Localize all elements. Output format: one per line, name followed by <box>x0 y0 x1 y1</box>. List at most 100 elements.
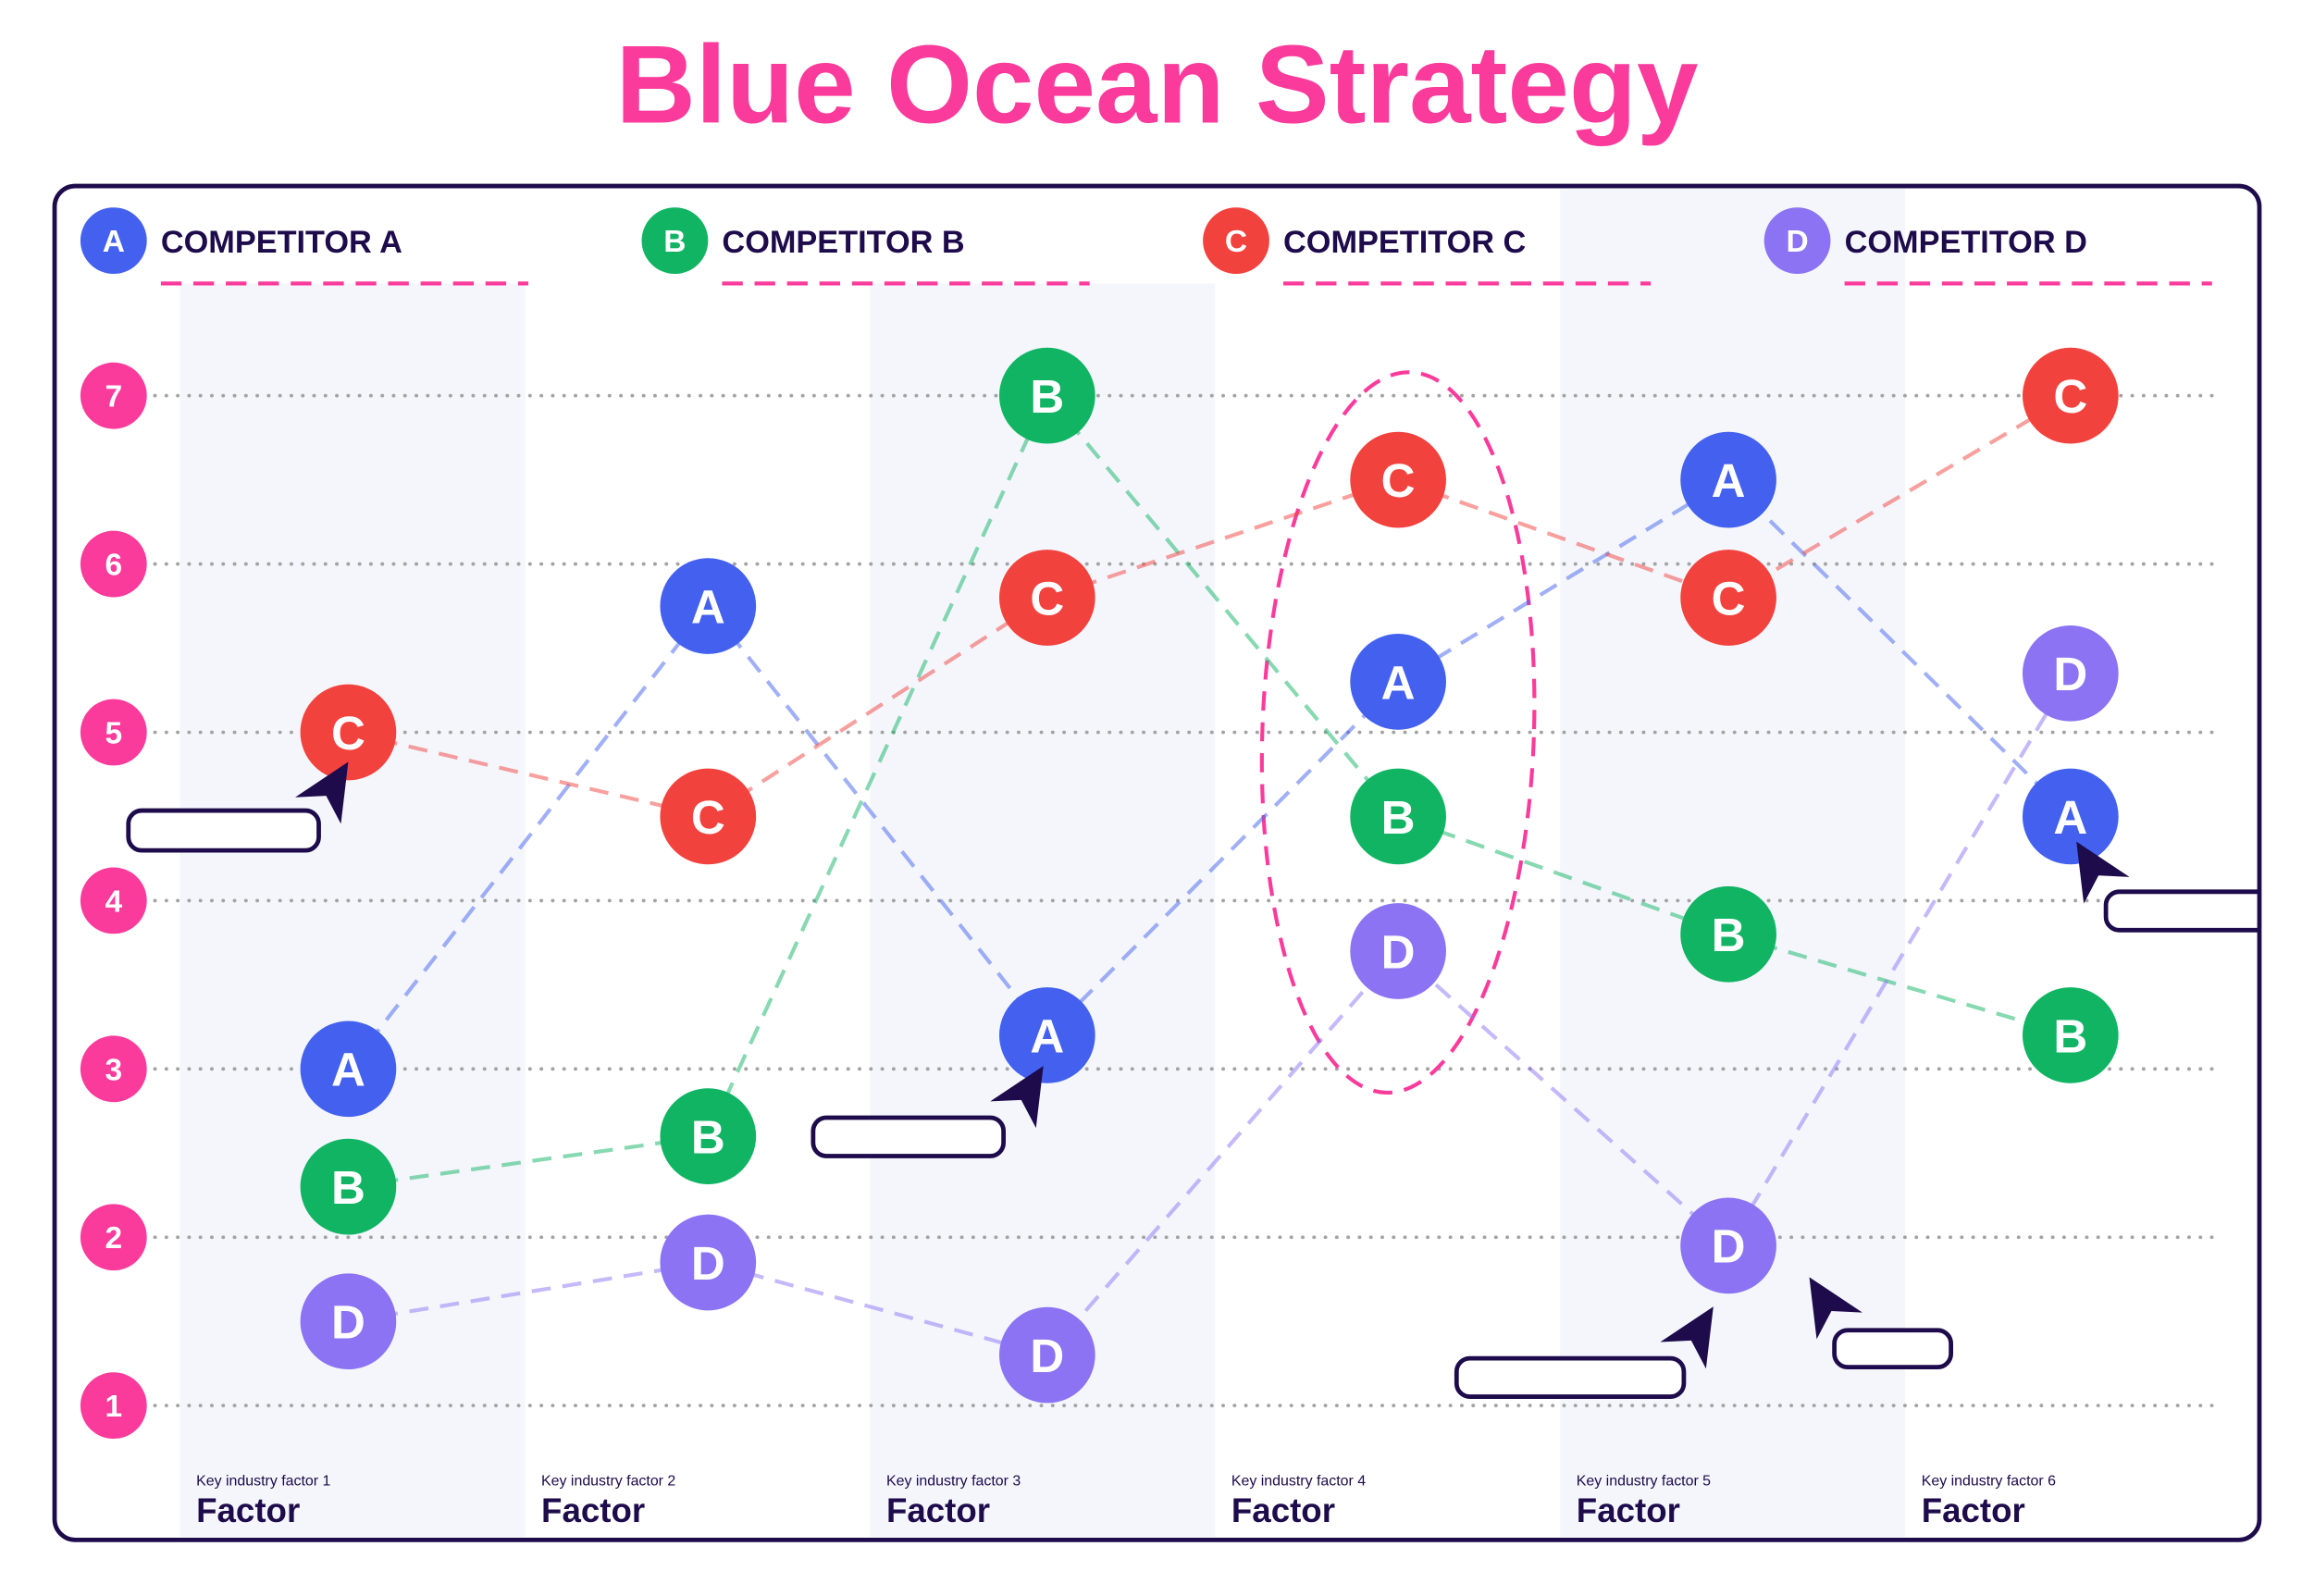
point-marker <box>998 987 1095 1083</box>
y-tick-label: 3 <box>105 1053 122 1087</box>
point-label: D <box>2053 648 2087 700</box>
factor-title: Factor <box>1577 1491 1680 1529</box>
point-marker <box>1350 431 1446 528</box>
point-marker <box>300 1021 397 1118</box>
canvas-frame <box>52 183 2262 1542</box>
point-a-factor-3: A <box>998 987 1095 1083</box>
point-marker <box>2022 347 2119 444</box>
point-c-factor-4: C <box>1350 431 1446 528</box>
factor-sublabel: Key industry factor 2 <box>541 1473 675 1489</box>
cursor-icon <box>1660 1306 1714 1369</box>
y-tick-badge <box>80 362 147 429</box>
y-tick-6: 6 <box>80 530 147 598</box>
series-line-d <box>348 672 2073 1357</box>
y-tick-1: 1 <box>80 1372 147 1440</box>
point-label: A <box>1030 1009 1064 1062</box>
annotation-2 <box>811 1066 1044 1158</box>
point-b-factor-5: B <box>1680 885 1776 983</box>
legend-badge-letter: D <box>1786 225 1808 259</box>
y-tick-badge <box>80 1204 147 1271</box>
point-marker <box>660 768 757 865</box>
legend-label: COMPETITOR C <box>1283 225 1526 260</box>
series-lines <box>346 391 2073 1357</box>
y-tick-label: 2 <box>105 1221 122 1256</box>
point-a-factor-2: A <box>660 558 757 654</box>
point-marker <box>300 684 397 781</box>
y-tick-4: 4 <box>80 867 147 934</box>
legend-label: COMPETITOR A <box>161 225 402 260</box>
point-label: A <box>1381 656 1416 709</box>
point-label: D <box>1381 925 1416 978</box>
grid-lines <box>153 393 2216 1408</box>
point-marker <box>2022 625 2119 722</box>
factor-sublabel: Key industry factor 4 <box>1231 1473 1366 1489</box>
point-c-factor-3: C <box>998 550 1095 646</box>
annotation-label-box <box>1454 1355 1687 1399</box>
point-marker <box>2022 768 2119 865</box>
point-label: C <box>691 791 725 844</box>
cursor-icon <box>2076 841 2130 904</box>
point-b-factor-3: B <box>998 347 1095 444</box>
column-band-5 <box>1560 189 1906 1538</box>
cursor-icon <box>990 1066 1044 1129</box>
point-d-factor-6: D <box>2022 625 2119 722</box>
point-b-factor-4: B <box>1350 768 1446 865</box>
page-title: Blue Ocean Strategy <box>616 23 1699 146</box>
point-marker <box>1680 1197 1776 1294</box>
y-tick-5: 5 <box>80 699 147 766</box>
point-marker <box>1680 550 1776 646</box>
y-tick-3: 3 <box>80 1035 147 1103</box>
legend-badge <box>80 207 147 275</box>
y-tick-2: 2 <box>80 1204 147 1271</box>
y-tick-badge <box>80 699 147 766</box>
annotation-label-box <box>126 808 321 853</box>
point-label: C <box>1030 572 1064 625</box>
y-axis: 1 2 3 4 5 6 7 <box>80 362 147 1440</box>
factor-title: Factor <box>1922 1491 2025 1529</box>
factor-sublabel: Key industry factor 6 <box>1922 1473 2056 1489</box>
point-b-factor-1: B <box>300 1138 397 1235</box>
point-marker <box>660 1088 757 1184</box>
y-tick-badge <box>80 1372 147 1440</box>
point-c-factor-5: C <box>1680 550 1776 646</box>
factor-label-6: Key industry factor 6 Factor <box>1922 1473 2056 1529</box>
point-marker <box>998 1306 1095 1404</box>
point-marker <box>1350 903 1446 999</box>
point-marker <box>998 550 1095 646</box>
legend-item-a: A COMPETITOR A <box>80 207 529 286</box>
factor-sublabel: Key industry factor 3 <box>886 1473 1021 1489</box>
legend-label: COMPETITOR B <box>722 225 964 260</box>
legend-badge-letter: A <box>103 225 125 259</box>
point-label: B <box>1381 791 1416 844</box>
annotation-label-box <box>2103 889 2259 933</box>
point-marker <box>1680 431 1776 528</box>
y-tick-badge <box>80 530 147 598</box>
y-tick-7: 7 <box>80 362 147 429</box>
factor-sublabel: Key industry factor 5 <box>1577 1473 1711 1489</box>
factor-sublabel: Key industry factor 1 <box>196 1473 330 1489</box>
column-bands <box>179 189 1906 1538</box>
cursor-icon <box>295 761 349 824</box>
legend-badge <box>1763 207 1831 275</box>
y-tick-label: 7 <box>105 380 122 414</box>
point-marker <box>1350 634 1446 730</box>
point-marker <box>300 1273 397 1370</box>
y-tick-badge <box>80 867 147 934</box>
series-line-a <box>346 477 2073 1070</box>
point-d-factor-2: D <box>660 1214 757 1311</box>
point-label: C <box>331 707 365 760</box>
point-marker <box>1680 885 1776 983</box>
annotation-5 <box>2076 841 2259 933</box>
point-marker <box>660 558 757 654</box>
point-d-factor-4: D <box>1350 903 1446 999</box>
point-label: B <box>1712 909 1746 961</box>
point-label: C <box>1712 572 1746 625</box>
